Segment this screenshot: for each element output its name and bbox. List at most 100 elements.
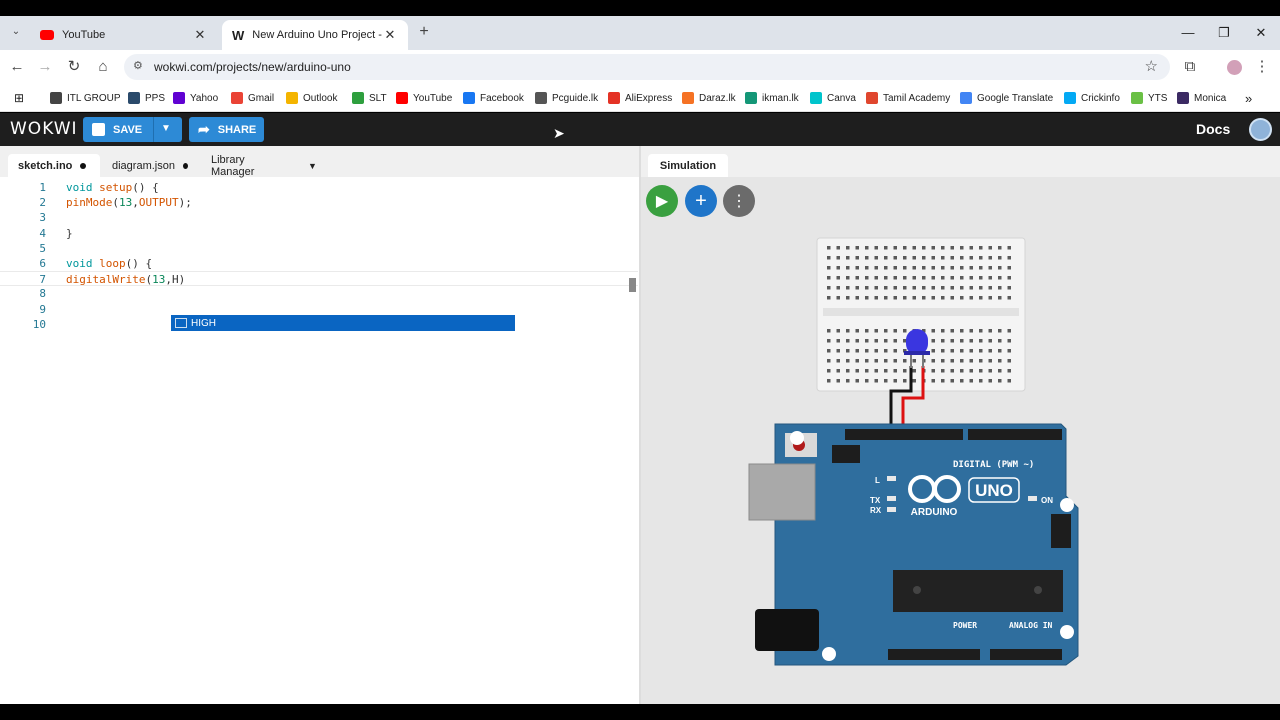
bookmark-tamil-academy[interactable]: Tamil Academy (866, 90, 950, 106)
code-line[interactable]: 3 (0, 210, 638, 225)
site-info-icon[interactable]: ⚙ (133, 60, 143, 72)
code-line[interactable]: 4} (0, 226, 638, 241)
wokwi-logo[interactable]: WOKWI (10, 119, 78, 139)
bookmark-google-translate[interactable]: Google Translate (960, 90, 1053, 106)
wire-red[interactable] (901, 366, 925, 435)
bookmark-pcguide-lk[interactable]: Pcguide.lk (535, 90, 598, 106)
bookmark-crickinfo[interactable]: Crickinfo (1064, 90, 1120, 106)
bookmark-monica[interactable]: Monica (1177, 90, 1226, 106)
breadboard-hole (893, 359, 897, 363)
close-tab-icon[interactable]: ✕ (194, 27, 206, 42)
code-line[interactable]: 5 (0, 241, 638, 256)
apps-grid-icon[interactable]: ⊞ (14, 91, 25, 105)
user-avatar[interactable] (1249, 118, 1272, 141)
browser-tab-youtube[interactable]: YouTube ✕ (30, 20, 218, 50)
bookmark-favicon-icon (1131, 92, 1143, 104)
mouse-pointer-icon: ➤ (553, 125, 565, 141)
tab-search-icon[interactable]: ⌄ (11, 26, 21, 37)
browser-tab-strip: ⌄ YouTube ✕ W New Arduino Uno Project - … (0, 16, 1280, 50)
save-button[interactable]: SAVE ▼ (83, 117, 182, 142)
code-line[interactable]: 8 (0, 286, 638, 301)
tab-library-manager[interactable]: Library Manager (201, 154, 301, 178)
bookmark-yahoo[interactable]: Yahoo (173, 90, 218, 106)
bookmark-label: Gmail (248, 92, 275, 104)
breadboard-center-channel (823, 308, 1019, 316)
pane-splitter[interactable] (639, 146, 641, 704)
bookmark-slt[interactable]: SLT (352, 90, 387, 106)
bookmark-daraz-lk[interactable]: Daraz.lk (682, 90, 736, 106)
bookmark-canva[interactable]: Canva (810, 90, 856, 106)
breadboard-hole (979, 359, 983, 363)
bookmark-aliexpress[interactable]: AliExpress (608, 90, 672, 106)
code-line[interactable]: 9 (0, 302, 638, 317)
bookmark-gmail[interactable]: Gmail (231, 90, 274, 106)
breadboard-hole (1007, 339, 1011, 343)
close-window-icon[interactable]: ✕ (1255, 25, 1267, 40)
reload-icon[interactable]: ↻ (67, 58, 81, 75)
tab-diagram-json[interactable]: diagram.json (102, 154, 198, 177)
back-icon[interactable]: ← (9, 58, 25, 75)
browser-tab-wokwi[interactable]: W New Arduino Uno Project - Wo ✕ (222, 20, 408, 50)
bookmark-outlook[interactable]: Outlook (286, 90, 337, 106)
tabs-dropdown-icon[interactable]: ▼ (308, 160, 317, 171)
mounting-hole (822, 647, 836, 661)
bookmark-ikman-lk[interactable]: ikman.lk (745, 90, 799, 106)
bookmark-pps[interactable]: PPS (128, 90, 165, 106)
bookmark-label: ikman.lk (762, 92, 799, 104)
wire-black[interactable] (889, 366, 913, 435)
breadboard-hole (931, 286, 935, 290)
url-field[interactable]: ⚙ wokwi.com/projects/new/arduino-uno ☆ (124, 54, 1170, 80)
on-led-label: ON (1041, 496, 1053, 505)
scrollbar-thumb[interactable] (629, 278, 636, 292)
more-bookmarks-icon[interactable]: » (1245, 90, 1253, 106)
share-button[interactable]: ➦ SHARE (189, 117, 264, 142)
forward-icon[interactable]: → (37, 58, 53, 75)
bookmark-yts[interactable]: YTS (1131, 90, 1167, 106)
code-line[interactable]: 10 (0, 317, 638, 332)
breadboard-hole (903, 296, 907, 300)
bookmark-facebook[interactable]: Facebook (463, 90, 524, 106)
bookmark-star-icon[interactable]: ☆ (1144, 58, 1158, 75)
close-tab-icon[interactable]: ✕ (384, 27, 396, 42)
line-number: 8 (39, 287, 46, 301)
start-simulation-button[interactable]: ▶ (646, 185, 678, 217)
breadboard-hole (893, 379, 897, 383)
led-blue[interactable] (906, 329, 928, 355)
bookmark-youtube[interactable]: YouTube (396, 90, 452, 106)
breadboard-hole (874, 266, 878, 270)
extensions-icon[interactable]: ⧉ (1184, 58, 1196, 75)
analog-pins-label: ANALOG IN (1009, 621, 1053, 630)
browser-menu-icon[interactable]: ⋮ (1254, 58, 1270, 75)
tab-sketch-ino[interactable]: sketch.ino (8, 154, 100, 177)
breadboard-hole (931, 339, 935, 343)
new-tab-button[interactable]: + (419, 23, 429, 40)
home-icon[interactable]: ⌂ (98, 58, 108, 75)
docs-link[interactable]: Docs (1196, 121, 1231, 137)
more-options-button[interactable]: ⋮ (723, 185, 755, 217)
breadboard-hole (969, 256, 973, 260)
breadboard-hole (827, 266, 831, 270)
bookmark-itl-group[interactable]: ITL GROUP (50, 90, 121, 106)
breadboard-hole (960, 266, 964, 270)
bookmark-label: YouTube (413, 92, 453, 104)
add-part-button[interactable]: + (685, 185, 717, 217)
autocomplete-suggestion[interactable]: HIGH (171, 315, 515, 331)
minimize-icon[interactable]: — (1181, 25, 1195, 40)
chevron-down-icon[interactable]: ▼ (161, 123, 171, 134)
breadboard-hole (893, 329, 897, 333)
restore-icon[interactable]: ❐ (1218, 25, 1230, 40)
breadboard-hole (1007, 276, 1011, 280)
breadboard-hole (960, 329, 964, 333)
breadboard-hole (865, 339, 869, 343)
breadboard-hole (979, 256, 983, 260)
tab-simulation[interactable]: Simulation (648, 154, 728, 177)
profile-avatar[interactable] (1222, 56, 1246, 78)
simulation-canvas[interactable]: UNO ARDUINO DIGITAL (PWM ~) ANALOG IN PO… (641, 146, 1280, 704)
breadboard-hole (931, 296, 935, 300)
bookmark-favicon-icon (286, 92, 298, 104)
